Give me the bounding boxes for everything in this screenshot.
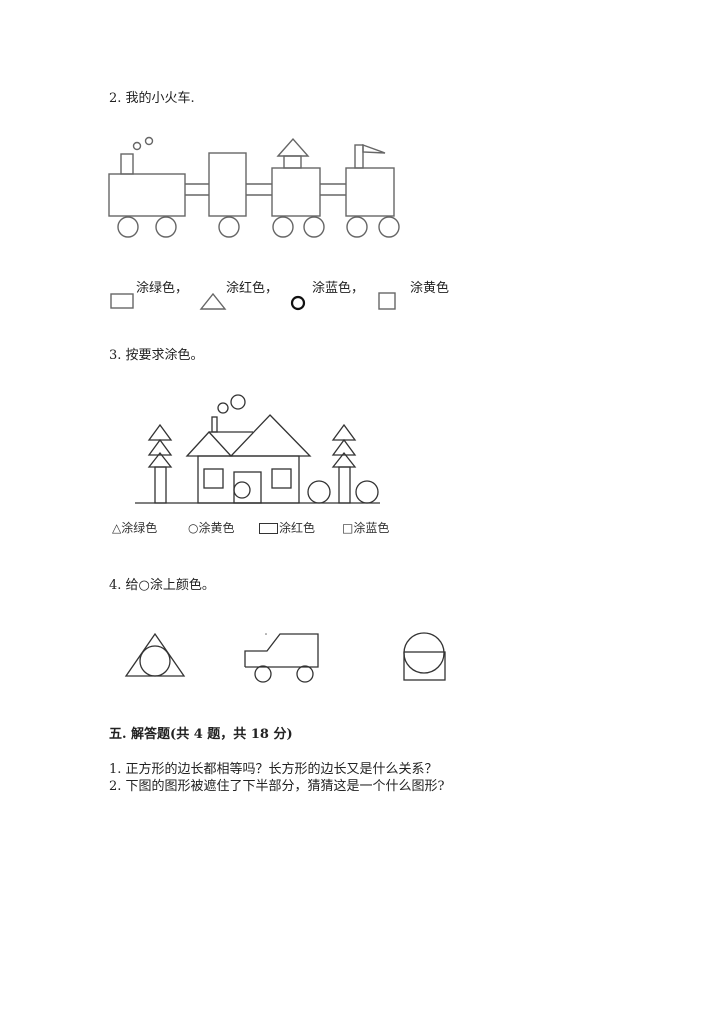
rectangle-icon bbox=[259, 523, 278, 534]
smoke-puff-small bbox=[132, 141, 142, 151]
circle-icon bbox=[290, 295, 306, 311]
car-3-roof-triangle bbox=[276, 137, 310, 157]
wheel bbox=[346, 216, 368, 238]
tree-trunk bbox=[338, 466, 351, 504]
q3-legend-square: □涂蓝色 bbox=[342, 521, 390, 535]
engine-chimney bbox=[120, 153, 134, 175]
q2-legend-shapes bbox=[110, 292, 396, 311]
wheel bbox=[272, 216, 294, 238]
q4-shapes-illustration bbox=[124, 632, 446, 683]
roof-left-triangle bbox=[185, 431, 233, 457]
car-wheel bbox=[254, 665, 272, 683]
wheel bbox=[117, 216, 139, 238]
q3-legend-circle: ○涂黄色 bbox=[188, 521, 235, 535]
tree-triangle bbox=[147, 438, 173, 456]
house-chimney bbox=[211, 416, 218, 433]
rectangle-icon bbox=[110, 293, 134, 309]
q3-legend-rectangle: 涂红色 bbox=[279, 521, 316, 535]
section-5-title: 五. 解答题(共 4 题，共 18 分) bbox=[109, 727, 293, 742]
house-window-right bbox=[271, 468, 292, 489]
car-4-flag bbox=[362, 144, 386, 154]
section-5-question-2: 2. 下图的图形被遮住了下半部分，猜猜这是一个什么图形? bbox=[109, 779, 445, 794]
bush-circle bbox=[307, 480, 331, 504]
square-icon bbox=[378, 292, 396, 310]
square-icon: □ bbox=[342, 521, 354, 535]
triangle-icon bbox=[199, 292, 227, 310]
q3-title: 3. 按要求涂色。 bbox=[109, 348, 204, 363]
wheel bbox=[218, 216, 240, 238]
wheel bbox=[378, 216, 400, 238]
train-illustration bbox=[108, 136, 400, 238]
q2-legend-green: 涂绿色， bbox=[136, 281, 189, 296]
roof-right-triangle bbox=[229, 414, 312, 457]
house-window-left bbox=[203, 468, 224, 489]
inscribed-circle bbox=[139, 645, 171, 677]
tree-trunk bbox=[154, 466, 167, 504]
q2-title: 2. 我的小火车. bbox=[109, 91, 195, 106]
smoke-puff-large bbox=[144, 136, 154, 146]
tree-triangle bbox=[331, 438, 357, 456]
circle-icon: ○ bbox=[188, 521, 199, 535]
car-4-body bbox=[345, 167, 395, 217]
q2-legend-yellow: 涂黄色 bbox=[410, 281, 450, 296]
circle-shape bbox=[403, 632, 445, 674]
car-wheel bbox=[296, 665, 314, 683]
bush-circle bbox=[355, 480, 379, 504]
triangle-shape bbox=[124, 632, 186, 677]
smoke-puff-small bbox=[217, 402, 229, 414]
q2-legend-red: 涂红色， bbox=[226, 281, 279, 296]
triangle-icon: △ bbox=[112, 521, 122, 535]
wheel bbox=[303, 216, 325, 238]
q4-title: 4. 给○涂上颜色。 bbox=[109, 578, 215, 593]
wheel bbox=[155, 216, 177, 238]
house-scene-illustration bbox=[135, 394, 380, 504]
door-circle bbox=[233, 481, 251, 499]
q2-legend-blue: 涂蓝色， bbox=[312, 281, 365, 296]
square-shape bbox=[403, 651, 446, 681]
section-5-question-1: 1. 正方形的边长都相等吗？长方形的边长又是什么关系？ bbox=[109, 762, 438, 777]
car-body bbox=[244, 633, 319, 668]
q3-legend-triangle: △涂绿色 bbox=[112, 521, 158, 535]
smoke-puff-large bbox=[230, 394, 246, 410]
